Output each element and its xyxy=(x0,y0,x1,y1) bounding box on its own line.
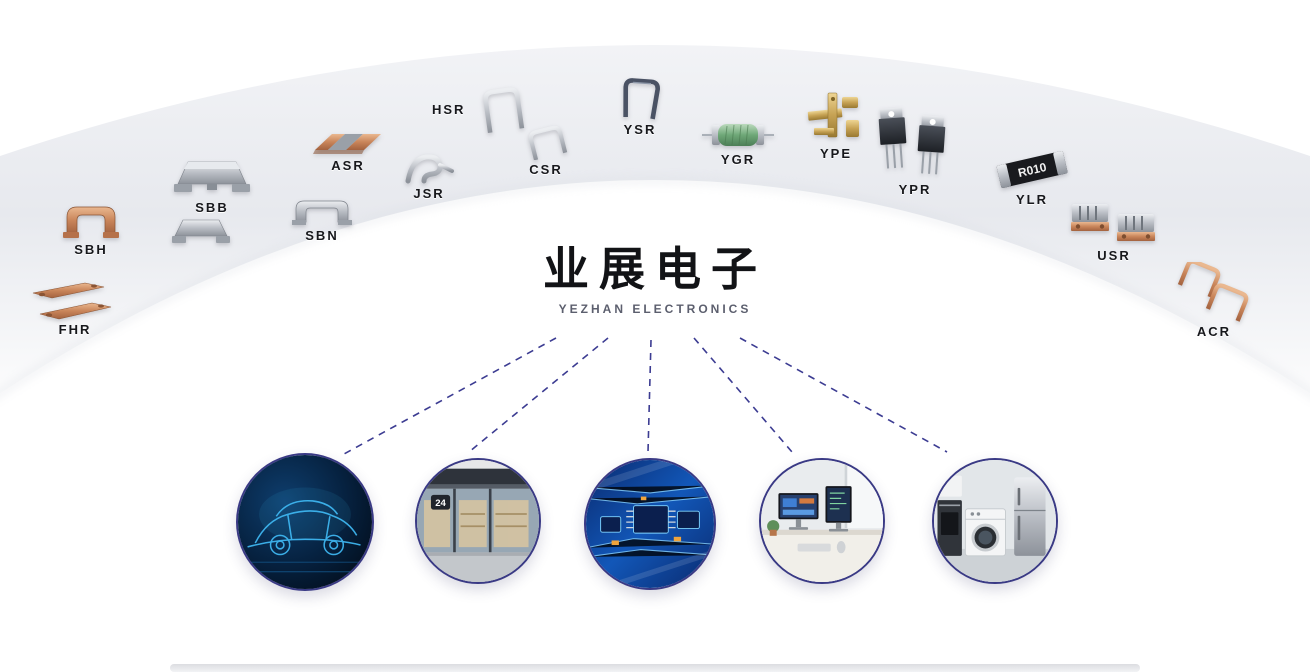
product-hsr[interactable]: HSR xyxy=(432,84,529,134)
automotive-photo xyxy=(238,455,372,589)
product-usr[interactable]: USR xyxy=(1070,198,1158,262)
wirewound-resistor-icon xyxy=(702,124,774,146)
product-code: HSR xyxy=(432,101,466,117)
product-code: SBB xyxy=(195,200,229,215)
product-code: YSR xyxy=(623,122,657,137)
product-sbn[interactable]: SBN xyxy=(290,194,354,242)
smd-shunt-icon-alt xyxy=(172,219,230,243)
circuit-board-photo xyxy=(586,460,714,588)
product-ype[interactable]: YPE xyxy=(800,90,872,160)
product-code: FHR xyxy=(58,322,92,337)
product-jsr[interactable]: JSR xyxy=(400,148,458,200)
copper-strip-shunt-icon xyxy=(32,282,112,320)
product-acr[interactable]: ACR xyxy=(1170,262,1258,338)
workstation-photo xyxy=(761,460,883,582)
product-code: YPE xyxy=(819,146,852,161)
appliances-photo xyxy=(934,460,1056,582)
application-automotive[interactable] xyxy=(236,453,374,591)
product-code: SBH xyxy=(74,242,108,257)
brand-block: 业展电子 YEZHAN ELECTRONICS xyxy=(0,244,1310,316)
application-retail-storefront[interactable]: 24 xyxy=(415,458,541,584)
application-circuit-board[interactable] xyxy=(584,458,716,590)
product-code: CSR xyxy=(529,162,563,177)
u-loop-shunt-icon xyxy=(483,87,525,134)
next-section-edge xyxy=(170,664,1140,672)
product-asr[interactable]: ASR xyxy=(312,128,384,172)
product-code: YPR xyxy=(898,182,932,197)
u-loop-shunt-icon xyxy=(528,125,568,160)
product-ylr[interactable]: R010 YLR xyxy=(992,148,1072,206)
copper-hook-shunt-icon xyxy=(1177,262,1249,322)
product-code: SBN xyxy=(305,228,339,243)
copper-bridge-shunt-icon xyxy=(63,206,119,238)
application-computer-workstation[interactable] xyxy=(759,458,885,584)
product-ypr[interactable]: YPR xyxy=(876,106,954,196)
product-code: USR xyxy=(1097,248,1131,263)
u-loop-shunt-icon xyxy=(623,78,660,120)
product-sbh[interactable]: SBH xyxy=(62,198,120,256)
application-home-appliances[interactable] xyxy=(932,458,1058,584)
laminated-busbar-shunt-icon xyxy=(1071,204,1155,241)
product-code: YGR xyxy=(720,152,756,167)
product-code: YLR xyxy=(1016,192,1048,207)
storefront-photo: 24 xyxy=(417,460,539,582)
chip-marking: R010 xyxy=(1017,160,1048,180)
storefront-sign-24: 24 xyxy=(435,498,446,509)
bridge-shunt-icon xyxy=(292,200,352,225)
product-sbb[interactable]: SBB xyxy=(170,158,254,247)
product-fhr[interactable]: FHR xyxy=(30,278,120,336)
product-ygr[interactable]: YGR xyxy=(700,120,776,166)
clip-shunt-icon xyxy=(405,154,454,184)
brass-fixture-resistor-icon xyxy=(807,92,859,138)
brand-title: 业展电子 xyxy=(543,243,767,295)
brand-subtitle: YEZHAN ELECTRONICS xyxy=(558,301,752,316)
chip-resistor-icon: R010 xyxy=(996,151,1068,188)
to220-power-resistor-icon xyxy=(878,107,946,175)
product-code: ASR xyxy=(331,158,365,173)
product-csr[interactable]: CSR xyxy=(520,124,572,176)
product-ysr[interactable]: YSR xyxy=(612,76,668,136)
flat-alloy-shunt-icon xyxy=(313,134,381,154)
product-code: JSR xyxy=(413,186,445,201)
product-code: ACR xyxy=(1196,324,1232,339)
smd-shunt-icon xyxy=(174,161,250,192)
